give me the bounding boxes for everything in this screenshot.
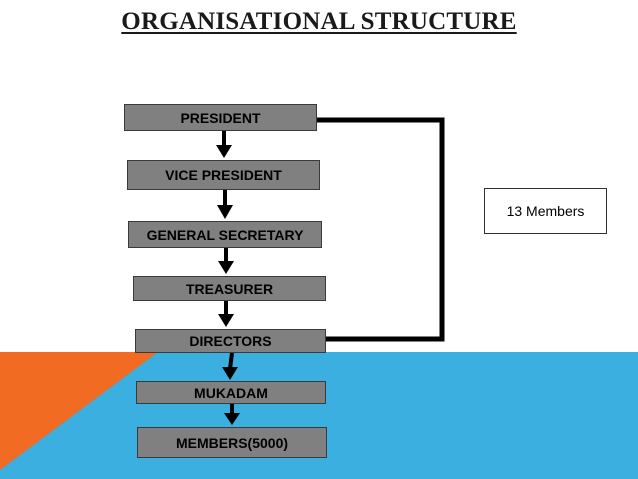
arrow-head-5: [222, 367, 238, 380]
arrow-head-4: [218, 314, 234, 327]
title-text: ORGANISATIONAL STRUCTURE: [121, 8, 517, 35]
node-label: MUKADAM: [194, 384, 268, 401]
node-label: TREASURER: [185, 280, 274, 297]
arrow-head-1: [216, 145, 232, 158]
node-general-secretary: GENERAL SECRETARY: [128, 221, 322, 248]
orange-accent: [0, 352, 158, 470]
arrow-head-6: [224, 413, 240, 425]
node-president: PRESIDENT: [124, 104, 317, 131]
node-label: MEMBERS(5000): [175, 434, 289, 451]
node-label: PRESIDENT: [180, 109, 261, 126]
node-label: DIRECTORS: [189, 333, 272, 349]
group-note-text: 13 Members: [506, 203, 585, 219]
node-directors: DIRECTORS: [135, 329, 326, 353]
node-treasurer: TREASURER: [133, 276, 326, 301]
arrow-head-3: [218, 261, 234, 274]
arrow-directors-mukadam: [228, 352, 234, 370]
node-members: MEMBERS(5000): [137, 427, 327, 458]
diagram-title: ORGANISATIONAL STRUCTURE: [0, 8, 638, 36]
arrow-head-2: [217, 205, 233, 219]
group-note: 13 Members: [484, 188, 607, 234]
group-bracket: [316, 117, 445, 342]
node-vice-president: VICE PRESIDENT: [127, 160, 320, 190]
node-mukadam: MUKADAM: [136, 381, 326, 404]
node-label: VICE PRESIDENT: [165, 167, 282, 183]
node-label: GENERAL SECRETARY: [146, 226, 304, 243]
